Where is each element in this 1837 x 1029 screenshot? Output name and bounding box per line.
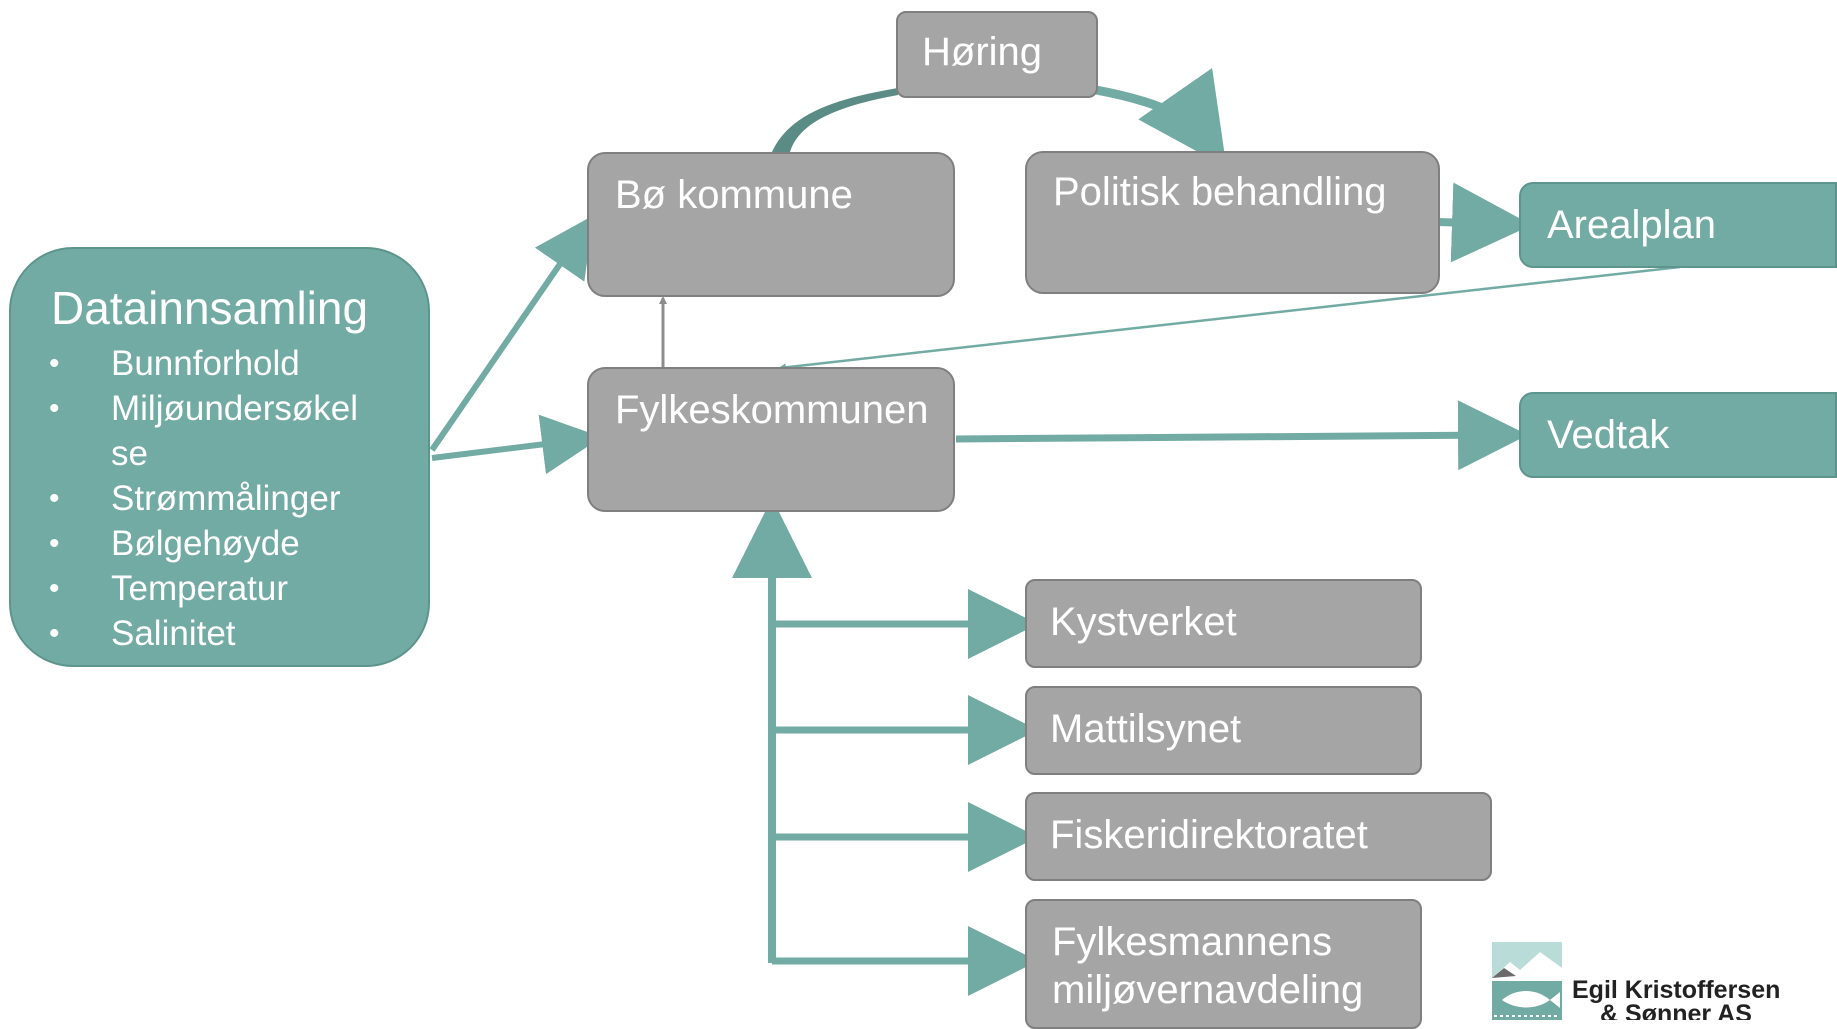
fylkeskommunen-label: Fylkeskommunen bbox=[615, 388, 929, 432]
arrow-politisk-to-arealplan bbox=[1437, 182, 1532, 263]
bullet-icon: • bbox=[49, 527, 60, 560]
list-item: •Strømmålinger bbox=[11, 476, 341, 521]
datainnsamling-box: Datainnsamling •Bunnforhold •Miljøunders… bbox=[9, 247, 430, 667]
company-logo: Egil Kristoffersen & Sønner AS bbox=[1490, 940, 1835, 1020]
horing-node: Høring bbox=[896, 11, 1098, 98]
logo-line2: & Sønner AS bbox=[1600, 1000, 1752, 1021]
mattilsynet-node: Mattilsynet bbox=[1025, 686, 1422, 775]
logo-emblem-icon bbox=[1490, 940, 1564, 1020]
kystverket-node: Kystverket bbox=[1025, 579, 1422, 668]
fiskeridirektoratet-node: Fiskeridirektoratet bbox=[1025, 792, 1492, 881]
vedtak-label: Vedtak bbox=[1547, 413, 1670, 457]
bullet-icon: • bbox=[49, 572, 60, 605]
horing-label: Høring bbox=[922, 30, 1043, 74]
list-item: •Miljøundersøkel se bbox=[11, 386, 358, 476]
bullet-icon: • bbox=[49, 617, 60, 650]
bo-kommune-node: Bø kommune bbox=[587, 152, 955, 297]
arealplan-label: Arealplan bbox=[1547, 203, 1717, 247]
bullet-icon: • bbox=[49, 482, 60, 515]
arrow-horing-to-politisk bbox=[1095, 67, 1227, 168]
list-item: •Temperatur bbox=[11, 566, 341, 611]
arrow-bo-to-horing bbox=[772, 88, 898, 152]
list-item: •Bunnforhold bbox=[11, 341, 341, 386]
arrow-fylke-to-vedtak bbox=[955, 400, 1528, 471]
politisk-behandling-label: Politisk behandling bbox=[1053, 170, 1387, 214]
list-item: •Bølgehøyde bbox=[11, 521, 341, 566]
arealplan-node: Arealplan bbox=[1519, 182, 1837, 268]
datainnsamling-title: Datainnsamling bbox=[51, 282, 369, 334]
logo-text: Egil Kristoffersen & Sønner AS bbox=[1572, 976, 1781, 1021]
bullet-icon: • bbox=[49, 347, 60, 380]
arrow-data-to-fylke bbox=[431, 414, 602, 475]
fylkesmannen-label-line2: miljøvernavdeling bbox=[1052, 968, 1364, 1012]
fylkesmannen-label-line1: Fylkesmannens bbox=[1052, 920, 1333, 964]
datainnsamling-list: •Bunnforhold •Miljøundersøkel se •Strømm… bbox=[11, 341, 358, 656]
fylkesmannen-node: Fylkesmannens miljøvernavdeling bbox=[1025, 899, 1422, 1029]
bullet-icon: • bbox=[49, 392, 60, 425]
arrow-data-to-bo bbox=[429, 215, 594, 452]
bo-kommune-label: Bø kommune bbox=[615, 173, 853, 217]
logo-line1: Egil Kristoffersen bbox=[1572, 976, 1781, 1004]
arrow-arealplan-to-fylke bbox=[778, 265, 1681, 372]
politisk-behandling-node: Politisk behandling bbox=[1025, 151, 1440, 294]
fiskeridirektoratet-label: Fiskeridirektoratet bbox=[1050, 813, 1368, 857]
fylkeskommunen-node: Fylkeskommunen bbox=[587, 367, 955, 512]
kystverket-label: Kystverket bbox=[1050, 600, 1237, 644]
list-item: •Salinitet bbox=[11, 611, 341, 656]
mattilsynet-label: Mattilsynet bbox=[1050, 707, 1242, 751]
vedtak-node: Vedtak bbox=[1519, 392, 1837, 478]
